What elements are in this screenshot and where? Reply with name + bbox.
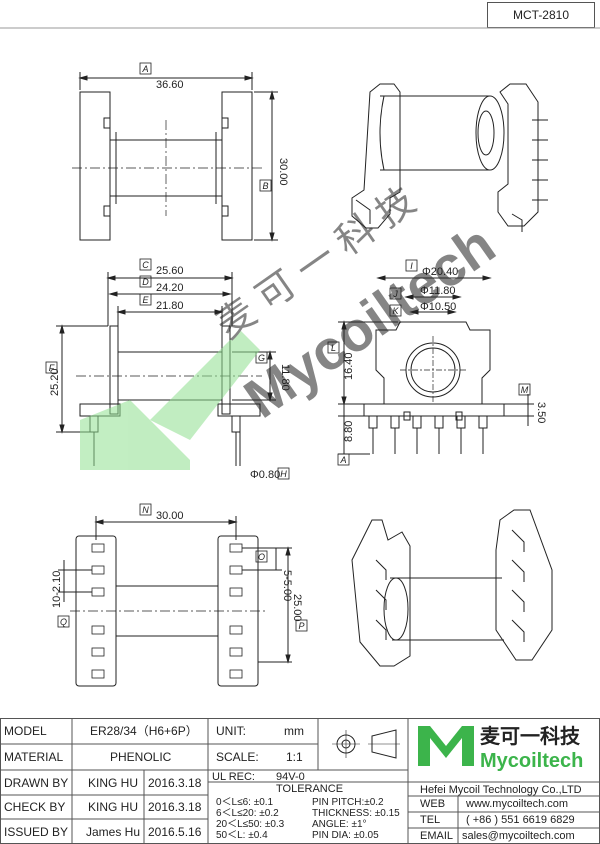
dim-B-value: 30.00 bbox=[277, 158, 289, 186]
scale-label: SCALE: bbox=[216, 750, 259, 764]
tolerance-3: 20＜L≤50: ±0.3 bbox=[216, 819, 285, 830]
dim-F-value: 25.20 bbox=[49, 368, 61, 396]
material-label: MATERIAL bbox=[4, 750, 64, 764]
tolerance-label: TOLERANCE bbox=[276, 783, 344, 795]
dim-K-value: Φ10.50 bbox=[420, 301, 456, 313]
dim-O-value: 5-5.00 bbox=[281, 570, 293, 601]
label-M: M bbox=[521, 385, 529, 395]
unit-value: mm bbox=[284, 724, 304, 738]
model-value: ER28/34（H6+6P） bbox=[90, 724, 198, 738]
label-C: C bbox=[142, 260, 149, 270]
dim-P-value: 25.00 bbox=[291, 594, 303, 622]
side-view bbox=[327, 259, 534, 466]
projection-symbol bbox=[332, 729, 400, 759]
email-label: EMAIL bbox=[420, 830, 454, 842]
tolerance-angle: ANGLE: ±1° bbox=[312, 819, 367, 830]
tel-value: ( +86 ) 551 6619 6829 bbox=[466, 814, 575, 826]
scale-value: 1:1 bbox=[286, 750, 303, 764]
email-link[interactable]: sales@mycoiltech.com bbox=[462, 830, 575, 842]
label-D: D bbox=[142, 277, 149, 287]
dim-A2-value: 8.80 bbox=[343, 421, 355, 442]
tolerance-pin-pitch: PIN PITCH:±0.2 bbox=[312, 797, 384, 808]
dim-H-value: Φ0.80 bbox=[250, 469, 280, 481]
watermark: 麦 可 一 科 技 Mycoiltech bbox=[80, 180, 506, 470]
tolerance-pin-dia: PIN DIA: ±0.05 bbox=[312, 830, 379, 841]
dim-M-value: 3.50 bbox=[535, 402, 547, 423]
title-block: MODEL ER28/34（H6+6P） MATERIAL PHENOLIC D… bbox=[0, 718, 600, 844]
issued-by-name: James Hu bbox=[86, 825, 141, 839]
label-B: B bbox=[262, 181, 268, 191]
front-view bbox=[45, 258, 290, 480]
material-value: PHENOLIC bbox=[110, 750, 172, 764]
dim-J-value: Φ11.80 bbox=[420, 285, 456, 297]
tolerance-1: 0＜L≤6: ±0.1 bbox=[216, 797, 274, 808]
label-L: L bbox=[331, 343, 336, 353]
tolerance-thickness: THICKNESS: ±0.15 bbox=[312, 808, 400, 819]
check-by-date: 2016.3.18 bbox=[148, 800, 202, 814]
label-Q: Q bbox=[60, 617, 67, 627]
dim-L-value: 16.40 bbox=[343, 352, 355, 380]
label-O: O bbox=[258, 552, 265, 562]
label-G: G bbox=[258, 353, 265, 363]
dim-C-value: 25.60 bbox=[156, 265, 184, 277]
tolerance-4: 50＜L: ±0.4 bbox=[216, 830, 268, 841]
iso-view-top bbox=[351, 83, 548, 232]
label-P: P bbox=[298, 621, 304, 631]
label-N: N bbox=[142, 505, 149, 515]
company-name-en: Mycoiltech bbox=[480, 750, 584, 772]
web-label: WEB bbox=[420, 798, 446, 810]
issued-by-label: ISSUED BY bbox=[4, 825, 69, 839]
iso-view-bottom bbox=[351, 509, 553, 667]
dim-G-value: 11.80 bbox=[279, 364, 291, 391]
label-H: H bbox=[280, 469, 287, 479]
label-F: F bbox=[49, 363, 55, 373]
label-K: K bbox=[392, 306, 399, 316]
ulrec-value: 94V-0 bbox=[276, 771, 305, 783]
unit-label: UNIT: bbox=[216, 724, 246, 738]
dim-N-value: 30.00 bbox=[156, 510, 184, 522]
drawn-by-name: KING HU bbox=[88, 776, 139, 790]
dim-I-value: Φ20.40 bbox=[422, 266, 458, 278]
pins bbox=[368, 415, 488, 454]
company-name-cn: 麦可一科技 bbox=[480, 726, 580, 748]
top-view bbox=[72, 62, 278, 242]
label-A: A bbox=[141, 64, 148, 74]
company-logo-icon bbox=[418, 726, 474, 766]
web-link[interactable]: www.mycoiltech.com bbox=[466, 798, 569, 810]
issued-by-date: 2016.5.16 bbox=[148, 825, 202, 839]
label-E: E bbox=[142, 295, 149, 305]
dim-E-value: 21.80 bbox=[156, 300, 184, 312]
dim-D-value: 24.20 bbox=[156, 282, 184, 294]
tel-label: TEL bbox=[420, 814, 441, 826]
check-by-name: KING HU bbox=[88, 800, 139, 814]
drawn-by-label: DRAWN BY bbox=[4, 776, 69, 790]
model-label: MODEL bbox=[4, 724, 47, 738]
dim-Q-value: 10-2.10 bbox=[51, 571, 63, 608]
company-full-name: Hefei Mycoil Technology Co.,LTD bbox=[420, 784, 582, 796]
ulrec-label: UL REC: bbox=[212, 771, 255, 783]
label-J: J bbox=[392, 289, 398, 299]
label-A2: A bbox=[339, 455, 346, 465]
technical-drawing: 36.60 30.00 25.60 24.20 21.80 25.20 11.8… bbox=[0, 27, 600, 687]
drawn-by-date: 2016.3.18 bbox=[148, 776, 202, 790]
bottom-view bbox=[57, 503, 308, 687]
dim-A-value: 36.60 bbox=[156, 79, 184, 91]
check-by-label: CHECK BY bbox=[4, 800, 66, 814]
label-I: I bbox=[410, 261, 413, 271]
tolerance-2: 6＜L≤20: ±0.2 bbox=[216, 808, 279, 819]
